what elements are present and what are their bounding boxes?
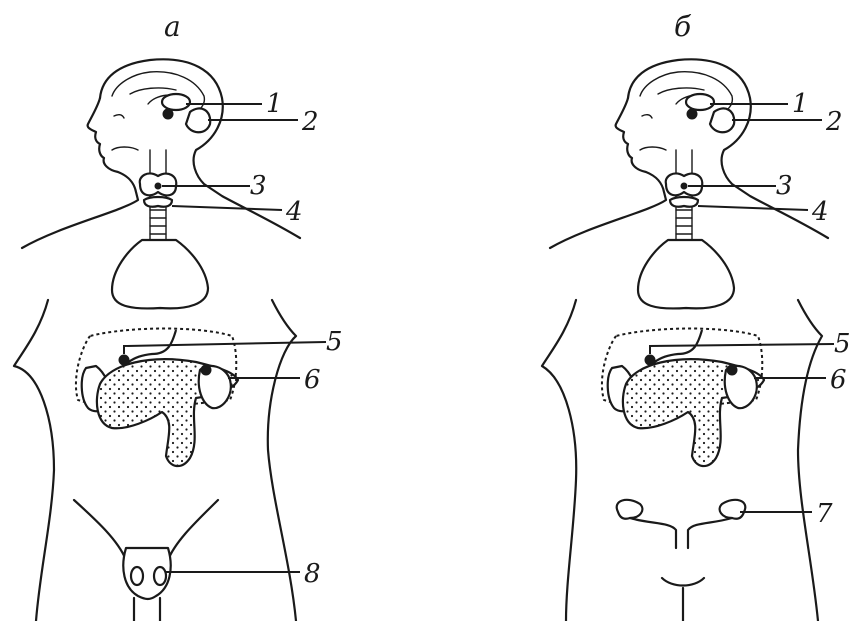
panel-b-label-3: 3 — [776, 171, 793, 201]
panel-b-label-7: 7 — [816, 499, 833, 529]
panel-b-ovary-right — [720, 500, 746, 519]
panel-a-title: а — [164, 10, 181, 43]
panel-b-ovary-left — [617, 500, 643, 519]
panel-b-label-4: 4 — [811, 197, 829, 227]
panel-a-label-4: 4 — [285, 197, 303, 227]
panel-b-hypothalamus — [686, 94, 714, 110]
panel-b-label-5: 5 — [834, 329, 851, 359]
panel-a-pituitary — [163, 109, 173, 119]
panel-a-head — [22, 59, 300, 248]
panel-b-pituitary — [687, 109, 697, 119]
panel-b-torso-left — [542, 300, 576, 621]
panel-a-adrenal-left — [119, 355, 129, 365]
panel-a-testis-left — [131, 567, 143, 585]
panel-a-label-5: 5 — [326, 327, 343, 357]
panel-b-label-6: 6 — [830, 365, 847, 395]
panel-b-label-2: 2 — [825, 107, 843, 137]
panel-a-label-2: 2 — [301, 107, 319, 137]
panel-b-adrenal-left — [645, 355, 655, 365]
panel-b-torso-right — [798, 300, 822, 621]
panel-a-label-8: 8 — [304, 559, 321, 589]
panel-b: б 1 — [542, 10, 851, 621]
panel-a-thymus-top — [144, 197, 172, 207]
panel-a-parathyroid — [155, 183, 161, 189]
panel-b-parathyroid — [681, 183, 687, 189]
panel-a: а — [14, 10, 343, 621]
panel-b-label-1: 1 — [792, 89, 809, 119]
panel-b-thymus-top — [670, 197, 698, 207]
panel-a-torso-left — [14, 300, 54, 621]
panel-a-thymus — [112, 240, 208, 308]
panel-b-title: б — [674, 10, 692, 43]
panel-b-cerebellum — [710, 108, 734, 132]
panel-a-adrenal-right — [201, 365, 211, 375]
panel-a-label-1: 1 — [266, 89, 283, 119]
panel-b-adrenal-right — [727, 365, 737, 375]
panel-a-testis-right — [154, 567, 166, 585]
panel-a-hypothalamus — [162, 94, 190, 110]
panel-a-cerebellum — [186, 108, 210, 132]
panel-a-label-3: 3 — [250, 171, 267, 201]
panel-b-head — [550, 59, 828, 248]
panel-a-label-6: 6 — [304, 365, 321, 395]
panel-b-thymus — [638, 240, 734, 308]
